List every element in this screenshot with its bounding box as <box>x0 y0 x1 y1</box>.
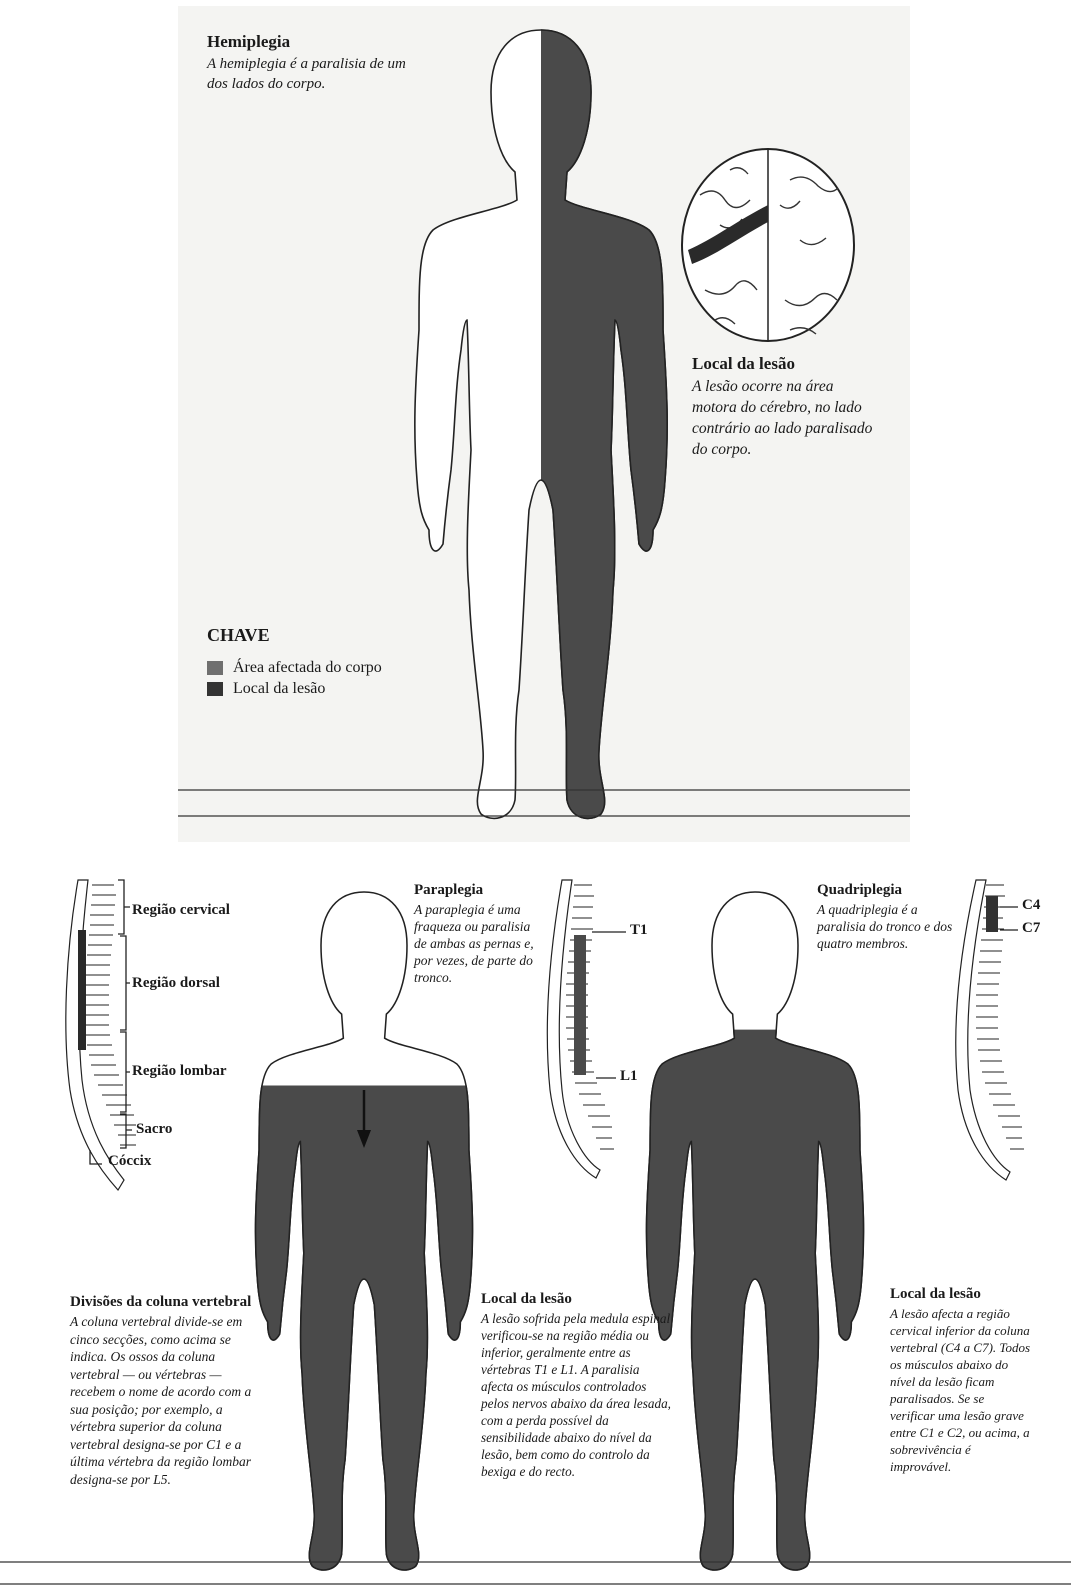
paraplegia-caption: Paraplegia A paraplegia é uma fraqueza o… <box>414 882 544 986</box>
spine-divisions-title: Divisões da coluna vertebral <box>70 1293 260 1311</box>
quadriplegia-body <box>646 892 863 1570</box>
legend: CHAVE Área afectada do corpo Local da le… <box>207 625 387 700</box>
label-c7: C7 <box>1022 920 1040 937</box>
paraplegia-lesion-description: A lesão sofrida pela medula espinal veri… <box>481 1310 671 1480</box>
quadriplegia-caption: Quadriplegia A quadriplegia é a paralisi… <box>817 882 957 952</box>
legend-swatch-lesion <box>207 682 223 696</box>
quadriplegia-description: A quadriplegia é a paralisia do tronco e… <box>817 901 957 952</box>
quadriplegia-title: Quadriplegia <box>817 882 957 899</box>
legend-swatch-affected <box>207 661 223 675</box>
quadriplegia-lesion-caption: Local da lesão A lesão afecta a região c… <box>890 1286 1030 1475</box>
hemiplegia-description: A hemiplegia é a paralisia de um dos lad… <box>207 54 427 94</box>
legend-item-affected: Área afectada do corpo <box>207 658 387 677</box>
spine-paraplegia-illustration <box>547 880 626 1178</box>
label-sacro: Sacro <box>136 1121 172 1138</box>
label-coccix: Cóccix <box>108 1153 151 1170</box>
spine-divisions-illustration <box>66 880 136 1190</box>
legend-label-affected: Área afectada do corpo <box>233 658 382 677</box>
paraplegia-title: Paraplegia <box>414 882 544 899</box>
hemiplegia-lesion-title: Local da lesão <box>692 354 882 374</box>
hemiplegia-title: Hemiplegia <box>207 32 427 52</box>
spine-quadriplegia-illustration <box>956 880 1024 1180</box>
paraplegia-body <box>255 892 472 1570</box>
spine-divisions-description: A coluna vertebral divide-se em cinco se… <box>70 1313 260 1488</box>
hemiplegia-lesion-description: A lesão ocorre na área motora do cérebro… <box>692 376 882 460</box>
label-lombar: Região lombar <box>132 1063 227 1080</box>
label-dorsal: Região dorsal <box>132 975 220 992</box>
quadriplegia-lesion-description: A lesão afecta a região cervical inferio… <box>890 1305 1030 1475</box>
legend-label-lesion: Local da lesão <box>233 679 325 698</box>
quadriplegia-lesion-title: Local da lesão <box>890 1286 1030 1303</box>
hemiplegia-lesion-caption: Local da lesão A lesão ocorre na área mo… <box>692 354 882 460</box>
brain-illustration <box>682 149 854 341</box>
legend-item-lesion: Local da lesão <box>207 679 387 698</box>
label-l1: L1 <box>620 1068 638 1085</box>
spine-divisions-caption: Divisões da coluna vertebral A coluna ve… <box>70 1293 260 1488</box>
label-t1: T1 <box>630 922 648 939</box>
paraplegia-description: A paraplegia é uma fraqueza ou paralisia… <box>414 901 544 986</box>
label-c4: C4 <box>1022 897 1040 914</box>
legend-title: CHAVE <box>207 625 387 646</box>
hemiplegia-caption: Hemiplegia A hemiplegia é a paralisia de… <box>207 32 427 94</box>
label-cervical: Região cervical <box>132 902 230 919</box>
paraplegia-lesion-caption: Local da lesão A lesão sofrida pela medu… <box>481 1291 671 1480</box>
hemiplegia-body <box>415 30 667 818</box>
paraplegia-lesion-title: Local da lesão <box>481 1291 671 1308</box>
